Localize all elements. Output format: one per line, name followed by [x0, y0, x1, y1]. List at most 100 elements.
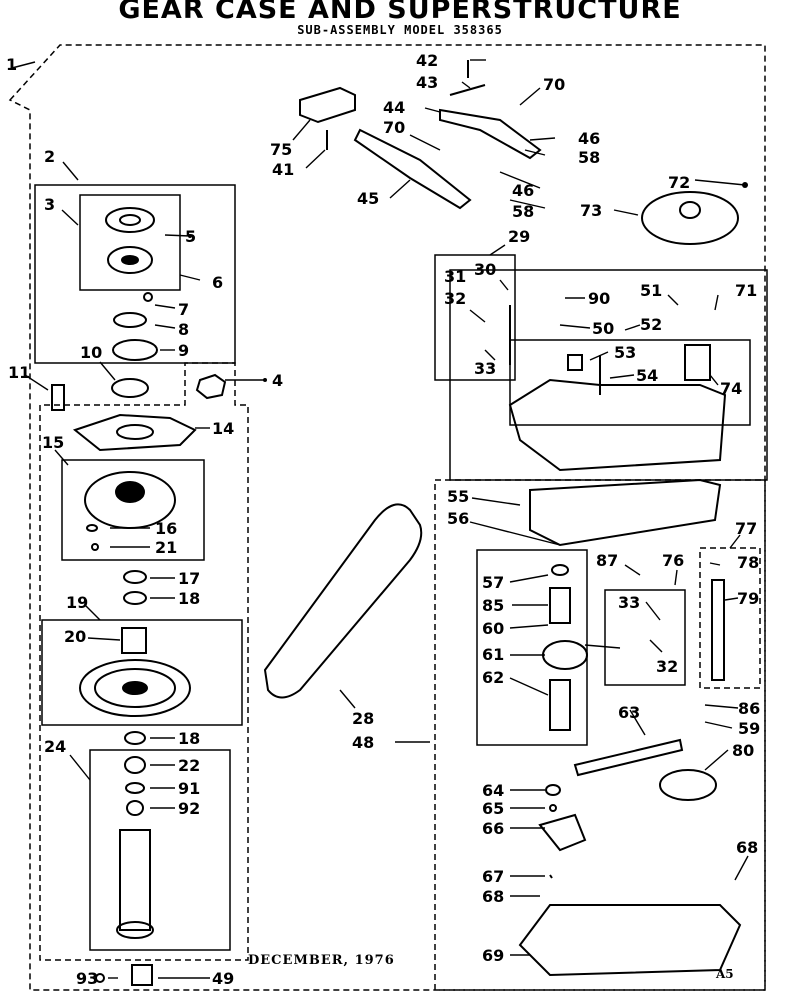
label-56: 56 — [447, 509, 469, 528]
label-93: 93 — [76, 969, 98, 988]
diagram-title: GEAR CASE AND SUPERSTRUCTURE — [118, 0, 682, 25]
label-18: 18 — [178, 589, 200, 608]
label-21: 21 — [155, 538, 177, 557]
label-67: 67 — [482, 867, 504, 886]
gear-80 — [659, 769, 717, 801]
label-10: 10 — [80, 343, 102, 362]
diagram-subtitle: SUB-ASSEMBLY MODEL 358365 — [297, 23, 503, 37]
label-87: 87 — [596, 551, 618, 570]
part-5 — [105, 207, 155, 233]
lever-63 — [573, 738, 684, 777]
label-22: 22 — [178, 756, 200, 775]
label-45: 45 — [357, 189, 379, 208]
label-53: 53 — [614, 343, 636, 362]
label-68a: 68 — [736, 838, 758, 857]
label-46b: 46 — [512, 181, 534, 200]
label-73: 73 — [580, 201, 602, 220]
label-90: 90 — [588, 289, 610, 308]
label-70a: 70 — [543, 75, 565, 94]
box-24 — [89, 749, 231, 951]
part-4 — [195, 373, 227, 400]
part-10 — [111, 378, 149, 398]
label-32: 32 — [444, 289, 466, 308]
label-86: 86 — [738, 699, 760, 718]
part-66 — [538, 813, 587, 852]
box-15 — [61, 459, 205, 561]
box-2 — [34, 184, 236, 364]
label-48: 48 — [352, 733, 374, 752]
label-69: 69 — [482, 946, 504, 965]
label-24: 24 — [44, 737, 66, 756]
part-65 — [549, 804, 557, 812]
part-8 — [113, 312, 147, 328]
label-77: 77 — [735, 519, 757, 538]
label-14: 14 — [212, 419, 234, 438]
box-19 — [41, 619, 243, 726]
gasket-55 — [529, 478, 722, 547]
label-5: 5 — [185, 227, 196, 246]
label-79: 79 — [737, 589, 759, 608]
belt-28 — [263, 503, 423, 699]
label-6: 6 — [212, 273, 223, 292]
label-91: 91 — [178, 779, 200, 798]
label-41: 41 — [272, 160, 294, 179]
label-71: 71 — [735, 281, 757, 300]
part-18b — [124, 731, 146, 745]
part-20 — [121, 627, 147, 654]
label-15: 15 — [42, 433, 64, 452]
box-48 — [434, 479, 766, 991]
part-91 — [125, 782, 145, 794]
label-75: 75 — [270, 140, 292, 159]
label-20: 20 — [64, 627, 86, 646]
label-42: 42 — [416, 51, 438, 70]
label-43: 43 — [416, 73, 438, 92]
part-16 — [86, 524, 98, 532]
part-53 — [567, 354, 583, 371]
label-64: 64 — [482, 781, 504, 800]
part-92 — [126, 800, 144, 816]
part-14 — [72, 413, 197, 452]
label-58b: 58 — [512, 202, 534, 221]
gearcase-52 — [508, 378, 727, 472]
label-44: 44 — [383, 98, 405, 117]
drawing-code: A5 — [716, 967, 734, 981]
label-66: 66 — [482, 819, 504, 838]
label-16: 16 — [155, 519, 177, 538]
spring-60 — [549, 587, 571, 624]
label-3: 3 — [44, 195, 55, 214]
label-80: 80 — [732, 741, 754, 760]
label-4: 4 — [272, 371, 283, 390]
part-75 — [299, 86, 356, 124]
label-52: 52 — [640, 315, 662, 334]
label-11: 11 — [8, 363, 30, 382]
pulley-19 — [79, 659, 191, 717]
label-74: 74 — [720, 379, 742, 398]
label-65: 65 — [482, 799, 504, 818]
part-18 — [123, 591, 147, 605]
label-85: 85 — [482, 596, 504, 615]
part-6 — [107, 246, 153, 274]
box-53 — [509, 339, 751, 426]
part-64 — [545, 784, 561, 796]
label-49: 49 — [212, 969, 234, 988]
label-9: 9 — [178, 341, 189, 360]
label-19: 19 — [66, 593, 88, 612]
label-33: 33 — [474, 359, 496, 378]
pulley-73 — [641, 191, 739, 245]
label-59: 59 — [738, 719, 760, 738]
label-61: 61 — [482, 645, 504, 664]
label-62: 62 — [482, 668, 504, 687]
box-3 — [79, 194, 181, 291]
label-28: 28 — [352, 709, 374, 728]
box-56 — [476, 549, 588, 746]
box-14 — [39, 362, 249, 961]
label-78: 78 — [737, 553, 759, 572]
part-57 — [551, 564, 569, 576]
label-1: 1 — [6, 55, 17, 74]
label-51: 51 — [640, 281, 662, 300]
part-93 — [95, 973, 105, 983]
label-63: 63 — [618, 703, 640, 722]
label-72: 72 — [668, 173, 690, 192]
date-stamp: DECEMBER, 1976 — [248, 953, 395, 968]
